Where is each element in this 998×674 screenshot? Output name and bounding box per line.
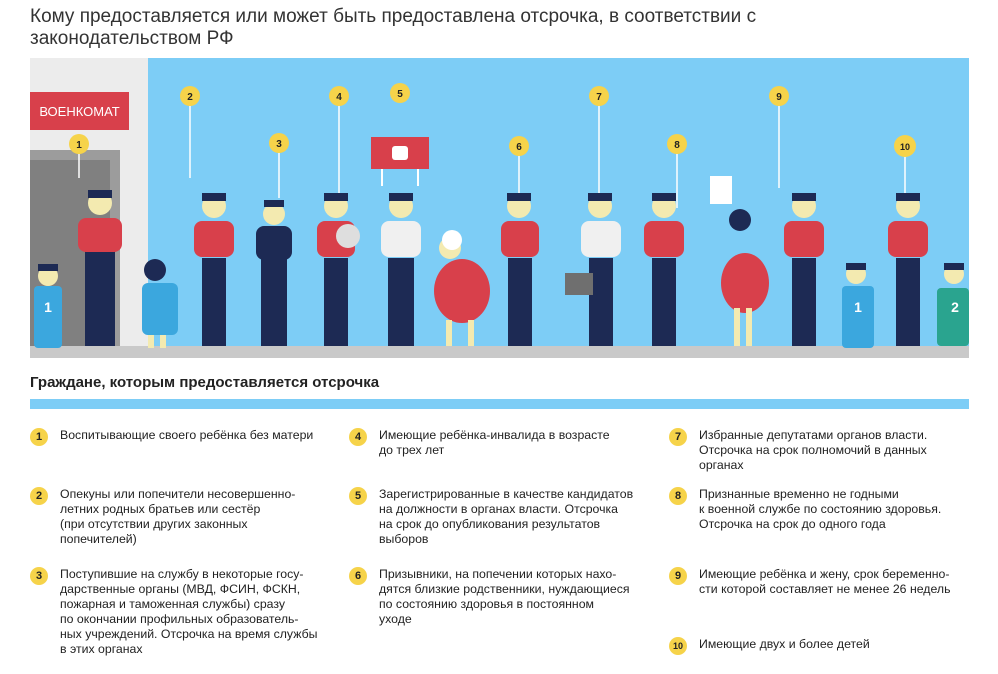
person-2: [194, 193, 234, 346]
illustration-scene: ВОЕНКОМАТ 1 2 3 4 5 6: [30, 58, 969, 358]
list-item-8: 8 Признанные временно не годными к военн…: [669, 487, 979, 532]
briefcase-icon: [565, 273, 593, 295]
item-7-text: Избранные депутатами органов власти. Отс…: [699, 428, 928, 472]
marker-5-label: 5: [397, 89, 403, 100]
baby-bundle: [336, 224, 360, 248]
voenkomat-sign: [30, 92, 129, 130]
marker-9-label: 9: [776, 92, 782, 103]
marker-4: [329, 86, 349, 106]
child-2: 1: [842, 263, 874, 348]
person-4: [317, 193, 360, 346]
list-item-7: 7 Избранные депутатами органов власти. О…: [669, 428, 979, 473]
marker-2: [180, 86, 200, 106]
item-1-text: Воспитывающие своего ребёнка без матери: [60, 428, 314, 442]
elderly-woman: [434, 230, 490, 346]
marker-8: [667, 134, 687, 154]
marker-badges: 1 2 3 4 5 6 7 8 9 10: [69, 83, 916, 157]
badge-6: 6: [349, 567, 367, 585]
placard-speech-icon: [392, 146, 408, 160]
list-item-3: 3 Поступившие на службу в некоторые госу…: [30, 567, 340, 657]
person-8: [644, 176, 732, 346]
marker-5: [390, 83, 410, 103]
marker-10-label: 10: [900, 142, 910, 152]
marker-8-label: 8: [674, 140, 680, 151]
badge-10: 10: [669, 637, 687, 655]
queue-illustration: ВОЕНКОМАТ 1 2 3 4 5 6: [30, 58, 969, 358]
child-3: 2: [937, 263, 969, 346]
badge-2: 2: [30, 487, 48, 505]
badge-8: 8: [669, 487, 687, 505]
marker-2-label: 2: [187, 92, 193, 103]
section-heading: Граждане, которым предоставляется отсроч…: [30, 374, 380, 391]
marker-7: [589, 86, 609, 106]
marker-1-label: 1: [76, 140, 82, 151]
floor: [30, 346, 969, 358]
person-10: [888, 193, 928, 346]
child-1: 1: [34, 264, 62, 348]
list-item-10: 10 Имеющие двух и более детей: [669, 637, 979, 655]
person-6: [501, 193, 539, 346]
child-1-shirt-number: 1: [44, 299, 52, 315]
marker-1: [69, 134, 89, 154]
badge-5: 5: [349, 487, 367, 505]
marker-10: [894, 135, 916, 157]
voenkomat-sign-text: ВОЕНКОМАТ: [39, 104, 119, 119]
person-3: [256, 200, 292, 346]
badge-3: 3: [30, 567, 48, 585]
section-divider: [30, 399, 969, 409]
list-item-2: 2 Опекуны или попечители несовершенно- л…: [30, 487, 330, 547]
person-5: [381, 193, 421, 346]
medical-certificate: [710, 176, 732, 204]
item-5-text: Зарегистрированные в качестве кандидатов…: [379, 487, 634, 546]
badge-7: 7: [669, 428, 687, 446]
list-item-6: 6 Призывники, на попечении которых нахо-…: [349, 567, 659, 627]
list-item-5: 5 Зарегистрированные в качестве кандидат…: [349, 487, 659, 547]
item-6-text: Призывники, на попечении которых нахо- д…: [379, 567, 630, 626]
item-8-text: Признанные временно не годными к военной…: [699, 487, 942, 531]
marker-7-label: 7: [596, 92, 602, 103]
marker-6: [509, 136, 529, 156]
item-9-text: Имеющие ребёнка и жену, срок беременно- …: [699, 567, 951, 596]
page-title: Кому предоставляется или может быть пред…: [30, 6, 757, 49]
person-1: [78, 190, 122, 346]
item-3-text: Поступившие на службу в некоторые госу- …: [60, 567, 318, 656]
list-item-9: 9 Имеющие ребёнка и жену, срок беременно…: [669, 567, 979, 597]
item-2-text: Опекуны или попечители несовершенно- лет…: [60, 487, 296, 546]
badge-1: 1: [30, 428, 48, 446]
list-item-1: 1 Воспитывающие своего ребёнка без матер…: [30, 428, 330, 446]
marker-6-label: 6: [516, 142, 522, 153]
child-2-shirt-number: 1: [854, 299, 862, 315]
list-item-4: 4 Имеющие ребёнка-инвалида в возрасте до…: [349, 428, 659, 458]
child-3-shirt-number: 2: [951, 299, 959, 315]
pregnant-woman: [721, 209, 769, 346]
badge-9: 9: [669, 567, 687, 585]
person-9: [784, 193, 824, 346]
marker-3-label: 3: [276, 139, 282, 150]
person-7: [565, 193, 621, 346]
marker-4-label: 4: [336, 92, 342, 103]
marker-9: [769, 86, 789, 106]
item-10-text: Имеющие двух и более детей: [699, 637, 870, 651]
girl-child: [142, 259, 178, 348]
marker-3: [269, 133, 289, 153]
item-4-text: Имеющие ребёнка-инвалида в возрасте до т…: [379, 428, 610, 457]
badge-4: 4: [349, 428, 367, 446]
